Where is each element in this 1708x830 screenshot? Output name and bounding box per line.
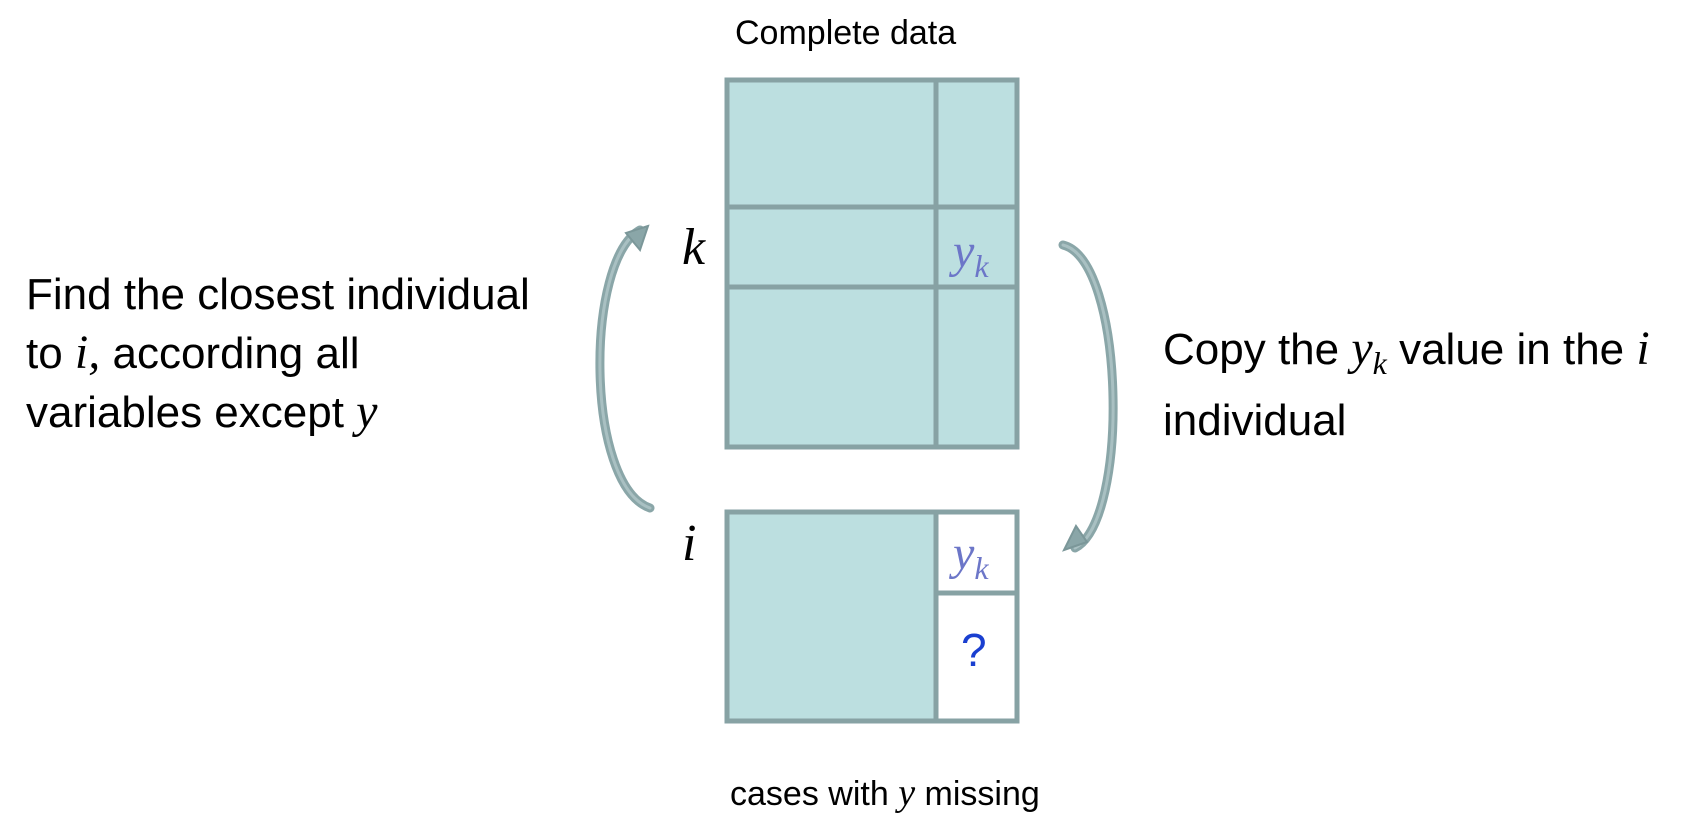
left-instruction-line-2: to i, according all bbox=[26, 324, 530, 383]
left-instruction-line-3: variables except y bbox=[26, 383, 530, 442]
donor-yk-variable: y bbox=[953, 225, 975, 278]
left-curved-arrow bbox=[595, 224, 655, 513]
left-line-2-suffix: according all bbox=[100, 329, 360, 378]
right-line-1-middle: value in the bbox=[1386, 325, 1637, 374]
right-curved-arrow bbox=[1058, 240, 1118, 553]
imputed-yk-subscript: k bbox=[974, 550, 989, 586]
left-line-3-prefix: variables except bbox=[26, 388, 357, 437]
complete-data-matrix bbox=[724, 77, 1020, 450]
missing-cases-caption: cases with y missing bbox=[730, 774, 1040, 812]
complete-data-caption: Complete data bbox=[735, 14, 957, 52]
row-label-k: k bbox=[682, 219, 706, 276]
missing-value-mark: ? bbox=[961, 624, 987, 676]
missing-cases-caption-prefix: cases with bbox=[730, 775, 899, 813]
missing-cases-caption-variable: y bbox=[898, 772, 916, 814]
complete-data-cells bbox=[724, 77, 1020, 450]
left-instruction-line-1: Find the closest individual bbox=[26, 270, 530, 319]
missing-cases-caption-suffix: missing bbox=[915, 775, 1040, 813]
imputed-yk-value: yk bbox=[953, 527, 989, 586]
left-line-2-variable: i, bbox=[74, 326, 101, 379]
donor-yk-value: yk bbox=[953, 225, 989, 284]
missing-data-matrix bbox=[724, 509, 1020, 724]
left-instruction-text: Find the closest individual to i, accord… bbox=[26, 266, 530, 442]
right-instruction-line-1: Copy the yk value in the i bbox=[1163, 320, 1650, 392]
donor-yk-subscript: k bbox=[974, 248, 989, 284]
missing-data-y-column bbox=[933, 509, 1020, 724]
right-line-1-variable-i: i bbox=[1636, 322, 1650, 375]
right-instruction-line-2: individual bbox=[1163, 396, 1347, 445]
right-line-1-subscript: k bbox=[1372, 345, 1387, 381]
row-label-i: i bbox=[682, 515, 697, 572]
left-line-3-variable: y bbox=[356, 385, 378, 438]
left-line-2-prefix: to bbox=[26, 329, 75, 378]
right-line-1-prefix: Copy the bbox=[1163, 325, 1352, 374]
right-line-1-variable: y bbox=[1351, 322, 1373, 375]
imputed-yk-variable: y bbox=[953, 527, 975, 580]
right-instruction-text: Copy the yk value in the i individual bbox=[1163, 320, 1650, 450]
missing-data-covariate-cells bbox=[724, 509, 939, 724]
